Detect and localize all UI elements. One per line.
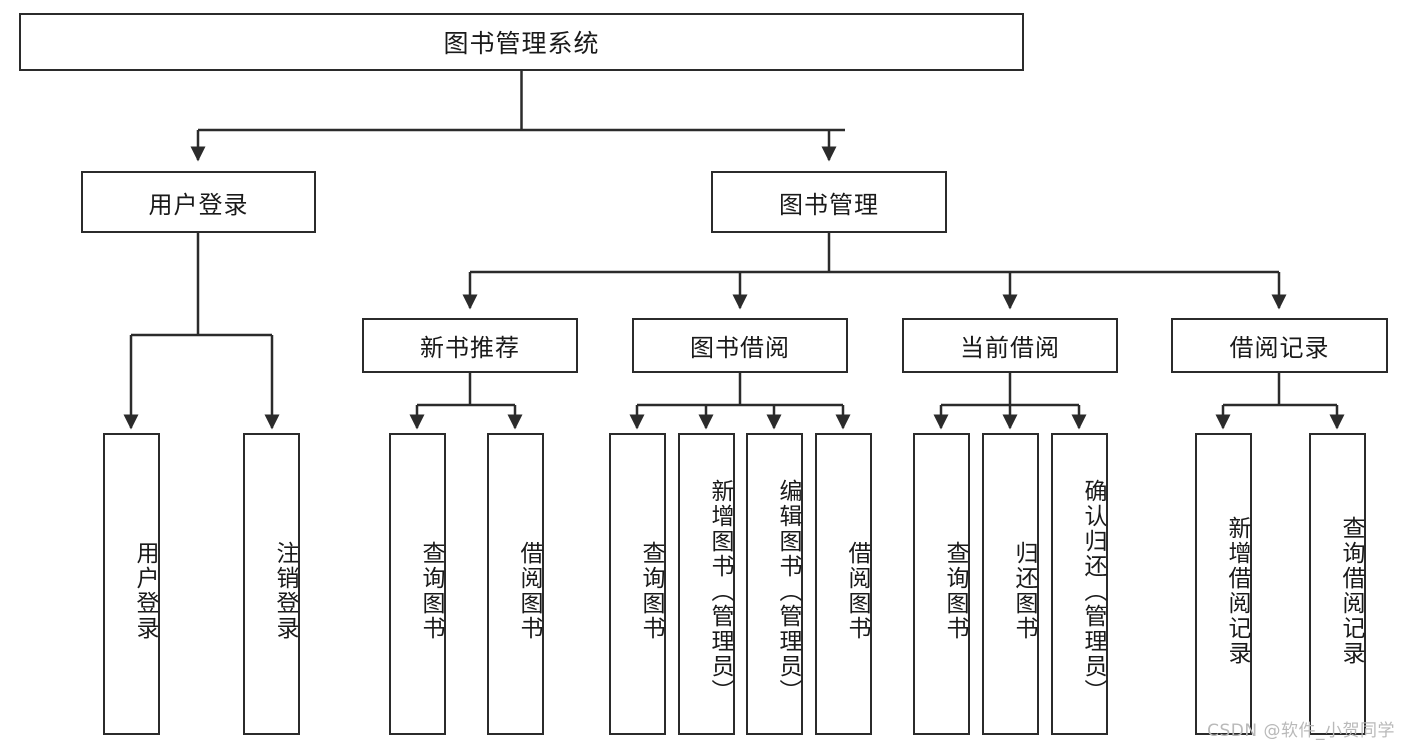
- node-user-login[interactable]: 用户登录: [81, 171, 316, 233]
- node-label: 图书管理: [779, 190, 879, 219]
- leaf-add-borrow-record[interactable]: 新增借阅记录: [1195, 433, 1252, 735]
- watermark: CSDN @软件_小贺同学: [1207, 721, 1395, 741]
- leaf-confirm-return-admin[interactable]: 确认归还（管理员）: [1051, 433, 1108, 735]
- node-new-book-recommend[interactable]: 新书推荐: [362, 318, 578, 373]
- node-label: 确认归还（管理员）: [1080, 478, 1106, 704]
- node-label: 查询图书: [638, 541, 664, 641]
- leaf-return-book[interactable]: 归还图书: [982, 433, 1039, 735]
- node-borrow-record[interactable]: 借阅记录: [1171, 318, 1388, 373]
- node-book-management[interactable]: 图书管理: [711, 171, 947, 233]
- node-label: 图书借阅: [690, 334, 790, 362]
- node-label: 编辑图书（管理员）: [775, 478, 801, 704]
- leaf-user-login[interactable]: 用户登录: [103, 433, 160, 735]
- leaf-borrow-book-recommend[interactable]: 借阅图书: [487, 433, 544, 735]
- node-book-borrow[interactable]: 图书借阅: [632, 318, 848, 373]
- node-label: 图书管理系统: [443, 29, 600, 58]
- node-label: 用户登录: [132, 541, 158, 641]
- node-label: 归还图书: [1011, 541, 1037, 641]
- node-label: 查询借阅记录: [1338, 516, 1364, 666]
- node-label: 注销登录: [272, 541, 298, 641]
- leaf-query-book-borrow[interactable]: 查询图书: [609, 433, 666, 735]
- node-label: 新书推荐: [420, 334, 520, 362]
- node-label: 新增借阅记录: [1224, 516, 1250, 666]
- node-label: 查询图书: [418, 541, 444, 641]
- node-label: 用户登录: [148, 190, 249, 219]
- node-label: 借阅图书: [844, 541, 870, 641]
- node-current-borrow[interactable]: 当前借阅: [902, 318, 1118, 373]
- leaf-borrow-book[interactable]: 借阅图书: [815, 433, 872, 735]
- leaf-add-book-admin[interactable]: 新增图书（管理员）: [678, 433, 735, 735]
- node-label: 当前借阅: [960, 334, 1060, 362]
- leaf-edit-book-admin[interactable]: 编辑图书（管理员）: [746, 433, 803, 735]
- node-label: 查询图书: [942, 541, 968, 641]
- node-root-book-management-system[interactable]: 图书管理系统: [19, 13, 1024, 71]
- leaf-logout[interactable]: 注销登录: [243, 433, 300, 735]
- node-label: 借阅记录: [1229, 334, 1330, 362]
- leaf-query-book-current[interactable]: 查询图书: [913, 433, 970, 735]
- leaf-query-book-recommend[interactable]: 查询图书: [389, 433, 446, 735]
- leaf-query-borrow-record[interactable]: 查询借阅记录: [1309, 433, 1366, 735]
- node-label: 新增图书（管理员）: [707, 478, 733, 704]
- node-label: 借阅图书: [516, 541, 542, 641]
